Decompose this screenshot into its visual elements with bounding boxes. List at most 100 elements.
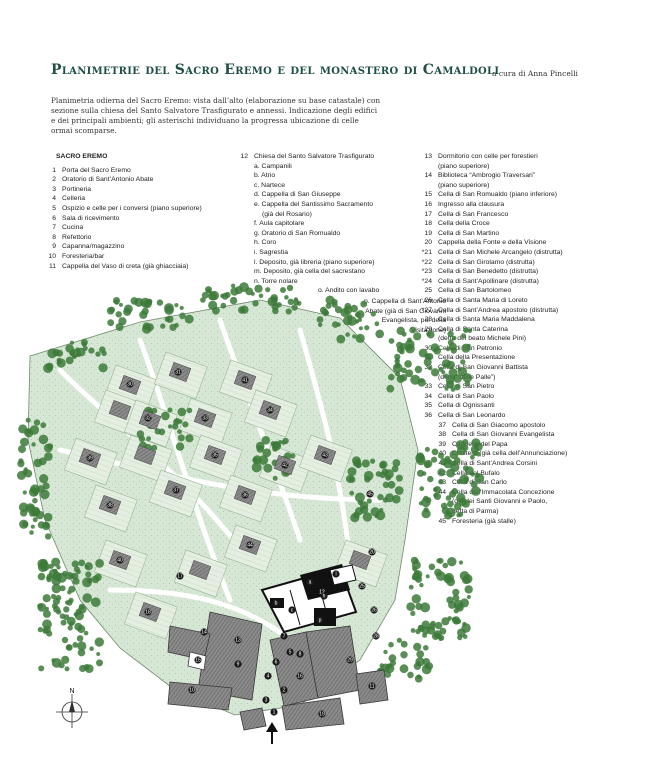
tree	[355, 507, 364, 516]
legend-text: Evangelista, poi della	[381, 317, 446, 325]
map-label-marker	[320, 592, 328, 600]
tree	[444, 455, 451, 462]
map-label: 41	[242, 378, 248, 384]
tree	[38, 665, 45, 672]
map-label: 17	[177, 574, 183, 580]
tree	[69, 621, 74, 627]
tree	[77, 641, 87, 651]
legend-text: Cella di San Martino	[438, 229, 500, 237]
map-label: 7	[283, 634, 286, 640]
tree	[42, 594, 51, 603]
legend-number: 30	[424, 344, 432, 352]
cell-building	[108, 400, 132, 420]
map-label-marker	[280, 686, 288, 694]
tree	[65, 356, 74, 365]
tree	[22, 469, 28, 475]
map-label-marker	[194, 656, 202, 664]
tree	[42, 522, 51, 531]
legend-number: 25	[424, 287, 432, 295]
map-label-marker	[201, 414, 209, 422]
cell-building	[188, 560, 212, 580]
tree	[42, 482, 50, 490]
tree	[374, 321, 380, 327]
tree	[286, 284, 294, 292]
tree	[44, 533, 52, 540]
map-label: c	[291, 608, 294, 614]
legend-number: 1	[52, 166, 56, 174]
tree	[24, 428, 32, 435]
legend-text: Cella di San Benedetto (distrutta)	[438, 268, 539, 276]
legend-text: Abate (già di San Giovanni	[365, 307, 446, 315]
tree	[410, 628, 416, 633]
tree	[42, 609, 51, 618]
tree	[424, 353, 431, 360]
tree	[61, 636, 69, 644]
map-label: b	[275, 601, 278, 607]
legend-text: Cella di San Romualdo (piano inferiore)	[438, 191, 558, 199]
cell-building	[133, 445, 157, 465]
tree	[33, 419, 41, 426]
tree	[382, 481, 390, 488]
tree	[430, 343, 440, 353]
tree	[179, 305, 184, 310]
map-label: 32	[145, 416, 151, 422]
tree	[425, 497, 432, 504]
tree	[177, 407, 187, 417]
tree	[287, 298, 294, 305]
tree	[258, 455, 269, 465]
legend-text: Cella della Croce	[438, 220, 490, 228]
tree	[270, 296, 278, 304]
tree	[392, 459, 401, 467]
tree	[462, 373, 473, 383]
map-label-marker	[372, 632, 380, 640]
map-label: 10	[189, 688, 195, 694]
legend-number: 8	[52, 233, 56, 241]
tree	[453, 374, 462, 383]
legend-text: d. Cappella di San Giuseppe	[254, 191, 341, 199]
tree	[408, 584, 414, 590]
tree	[396, 637, 402, 643]
legend-number: 10	[48, 252, 56, 260]
tree	[177, 434, 185, 442]
tree	[31, 510, 38, 517]
tree	[410, 610, 416, 617]
tree	[395, 474, 403, 482]
legend-subitem: c. Nartece	[234, 181, 446, 191]
tree	[256, 445, 265, 453]
tree	[107, 319, 115, 327]
legend-text: Cella di San Pietro	[438, 383, 495, 391]
map-label-marker	[270, 708, 278, 716]
tree	[457, 628, 466, 637]
map-label-marker	[144, 608, 152, 616]
tree	[417, 624, 425, 633]
legend-text: Dormitorio con celle per forestieri	[438, 153, 538, 160]
map-label-marker	[106, 501, 114, 509]
tree	[441, 617, 450, 626]
map-label-marker	[316, 616, 324, 624]
tree	[361, 459, 370, 468]
tree	[431, 448, 439, 456]
tree	[444, 572, 454, 583]
map-label: 2	[283, 688, 286, 694]
tree	[174, 303, 179, 308]
map-label: 26	[371, 608, 377, 614]
legend-number: 45	[438, 517, 446, 525]
tree	[424, 446, 430, 452]
map-label: 14	[201, 630, 207, 636]
tree	[40, 422, 47, 429]
tree	[476, 451, 481, 457]
legend-subitem: l. Deposito, già libreria (piano superio…	[234, 258, 446, 268]
tree	[230, 287, 239, 296]
tree	[413, 642, 422, 652]
tree	[123, 304, 133, 314]
legend-subitem: n. Torre nolare	[234, 277, 446, 287]
legend-number: 35	[424, 402, 432, 410]
map-label: 8	[299, 652, 302, 658]
tree	[435, 621, 443, 630]
tree	[71, 560, 79, 568]
